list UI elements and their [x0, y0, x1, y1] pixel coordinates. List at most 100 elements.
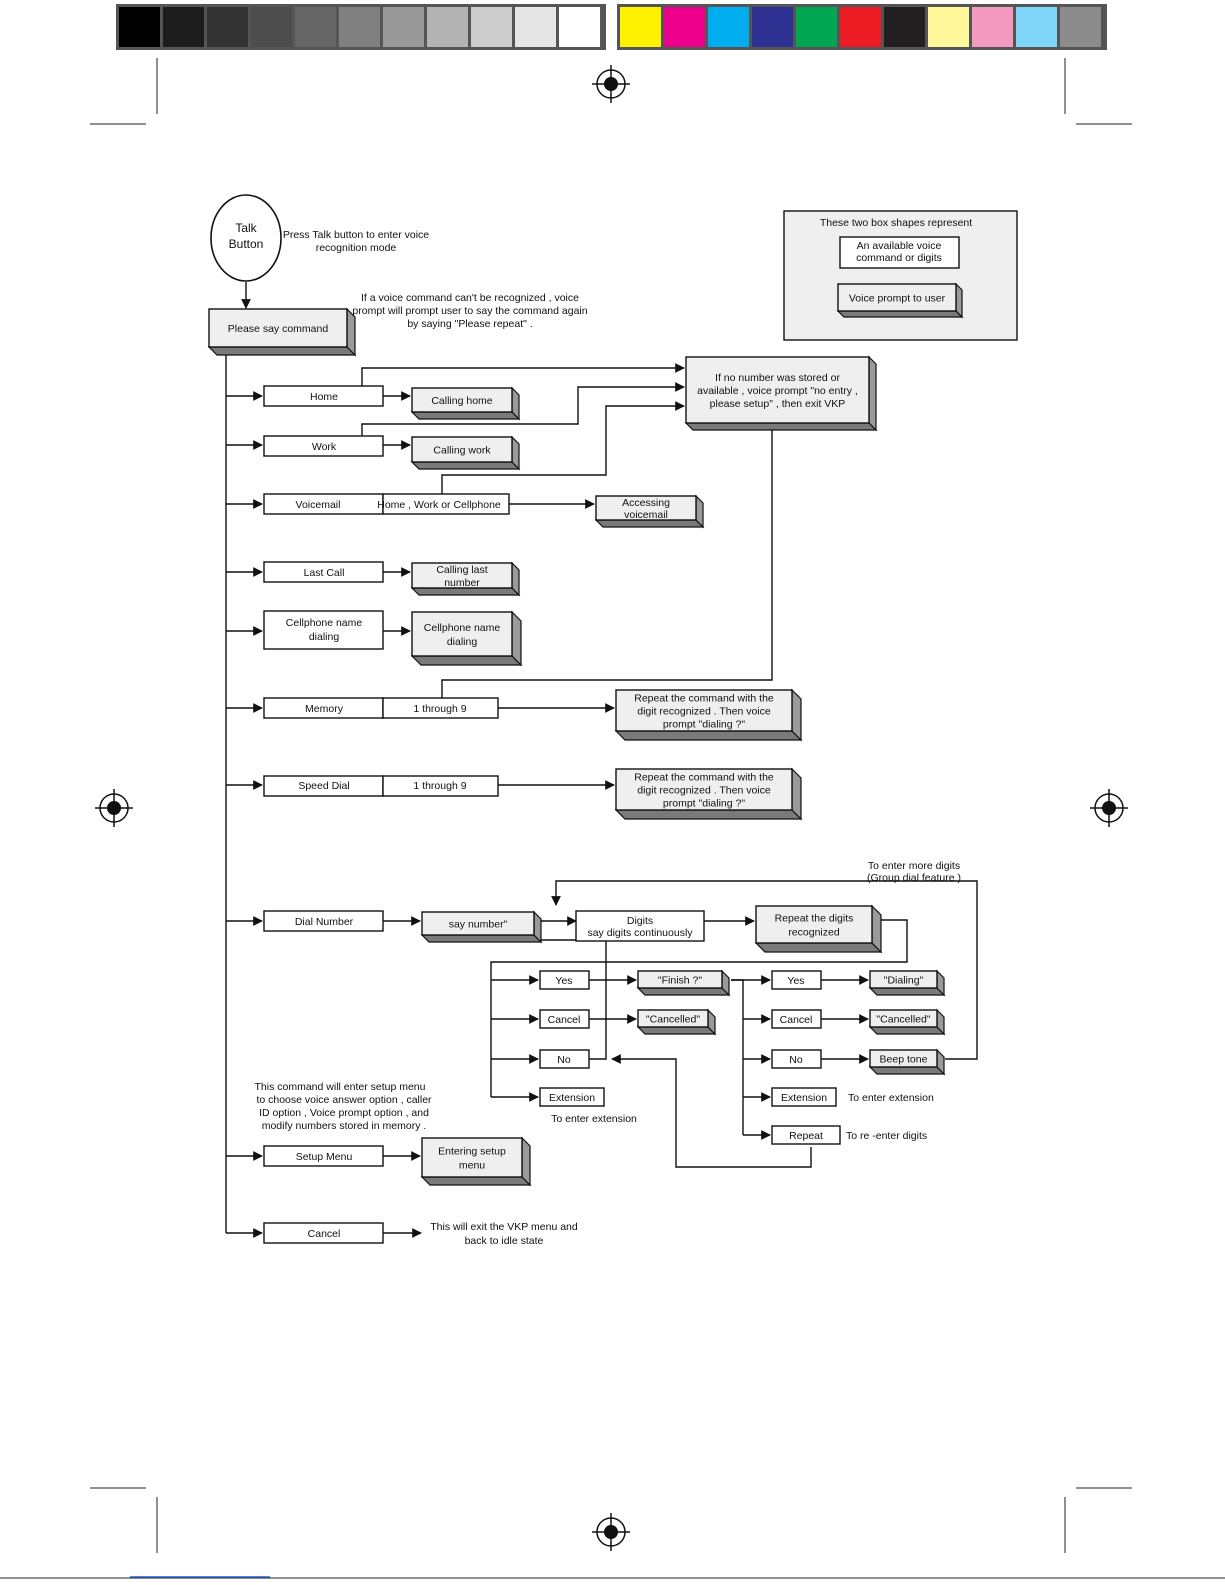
- gray-swatch: [559, 7, 600, 47]
- svg-text:Home , Work or Cellphone: Home , Work or Cellphone: [377, 499, 501, 511]
- repeat-option: Repeat: [771, 1125, 841, 1145]
- digits-command: Digits say digits continuously: [575, 910, 705, 942]
- svg-text:Repeat the command with the: Repeat the command with the: [634, 693, 774, 705]
- setup-menu-command: Setup Menu: [263, 1145, 384, 1167]
- cancel-command: Cancel: [263, 1222, 384, 1244]
- extension-option: Extension: [539, 1087, 605, 1107]
- svg-text:Calling home: Calling home: [431, 395, 492, 407]
- svg-text:"Cancelled": "Cancelled": [646, 1014, 700, 1026]
- cancel2-option: Cancel: [771, 1009, 822, 1029]
- repeat-note-3: by saying "Please repeat" .: [407, 318, 532, 330]
- svg-text:prompt "dialing ?": prompt "dialing ?": [663, 798, 745, 810]
- last-call-command: Last Call: [263, 561, 384, 583]
- svg-text:Work: Work: [312, 441, 337, 453]
- svg-text:No: No: [789, 1054, 803, 1066]
- dialing-prompt: "Dialing": [868, 969, 946, 997]
- svg-text:Please say command: Please say command: [228, 323, 329, 335]
- svg-text:Dial Number: Dial Number: [295, 916, 354, 928]
- say-number-prompt: say number": [420, 910, 543, 944]
- speed-dial-command: Speed Dial: [263, 775, 384, 797]
- repeat-note-1: If a voice command can't be recognized ,…: [361, 292, 579, 304]
- cancel-note-1: This will exit the VKP menu and: [430, 1221, 578, 1233]
- gray-swatch: [295, 7, 336, 47]
- no-option: No: [539, 1049, 590, 1069]
- svg-text:If no number was stored or: If no number was stored or: [715, 372, 840, 384]
- extension2-option: Extension: [771, 1087, 837, 1107]
- svg-text:Setup Menu: Setup Menu: [296, 1151, 353, 1163]
- cancelled2-prompt: "Cancelled": [868, 1008, 946, 1036]
- home-command: Home: [263, 385, 384, 407]
- svg-text:Repeat the digits: Repeat the digits: [775, 913, 854, 925]
- gray-swatch: [207, 7, 248, 47]
- svg-text:1 through 9: 1 through 9: [413, 703, 466, 715]
- talk-note-2: recognition mode: [316, 242, 397, 254]
- svg-text:prompt "dialing ?": prompt "dialing ?": [663, 719, 745, 731]
- svg-text:digit recognized . Then voic: digit recognized . Then voice: [637, 785, 771, 797]
- legend-cmd-2: command or digits: [856, 252, 942, 264]
- talk-note-1: Press Talk button to enter voice: [283, 229, 429, 241]
- svg-text:please setup" , then exit VKP: please setup" , then exit VKP: [710, 398, 846, 410]
- svg-text:Beep tone: Beep tone: [880, 1054, 928, 1066]
- dial-number-command: Dial Number: [263, 910, 384, 932]
- voicemail-command: Voicemail: [263, 493, 384, 515]
- beep-tone-prompt: Beep tone: [868, 1048, 946, 1076]
- work-command: Work: [263, 435, 384, 457]
- please-say-command-prompt: Please say command: [207, 307, 357, 357]
- svg-text:voicemail: voicemail: [624, 509, 668, 521]
- svg-text:dialing: dialing: [447, 636, 478, 648]
- more-digits-note-2: (Group dial feature ): [867, 872, 961, 884]
- svg-text:digit recognized . Then voic: digit recognized . Then voice: [637, 706, 771, 718]
- memory-option: 1 through 9: [382, 697, 499, 719]
- setup-note-2: to choose voice answer option , caller: [256, 1094, 432, 1106]
- gray-swatch: [119, 7, 160, 47]
- cellphone-name-command: Cellphone name dialing: [263, 610, 384, 650]
- to-reenter-note: To re -enter digits: [846, 1130, 927, 1142]
- gray-swatch: [471, 7, 512, 47]
- svg-text:Entering setup: Entering setup: [438, 1146, 506, 1158]
- svg-text:Cancel: Cancel: [548, 1014, 581, 1026]
- svg-text:Last Call: Last Call: [304, 567, 345, 579]
- registration-mark-right: [1090, 789, 1128, 827]
- setup-note-1: This command will enter setup menu: [255, 1081, 426, 1093]
- legend-title: These two box shapes represent: [820, 217, 972, 229]
- cancelled-prompt: "Cancelled": [636, 1008, 717, 1036]
- svg-text:Digits: Digits: [627, 915, 653, 927]
- gray-swatch: [383, 7, 424, 47]
- svg-text:"Dialing": "Dialing": [884, 975, 924, 987]
- memory-command: Memory: [263, 697, 384, 719]
- connector-lines: [225, 282, 978, 1238]
- svg-text:number: number: [444, 577, 480, 589]
- svg-text:1 through 9: 1 through 9: [413, 780, 466, 792]
- svg-text:Calling work: Calling work: [433, 445, 491, 457]
- registration-mark-bottom: [592, 1513, 630, 1551]
- svg-text:Repeat the command with the: Repeat the command with the: [634, 772, 774, 784]
- svg-text:Memory: Memory: [305, 703, 344, 715]
- color-swatch: [620, 7, 661, 47]
- gray-swatch: [515, 7, 556, 47]
- to-extension-note: To enter extension: [551, 1113, 637, 1125]
- speed-dial-option: 1 through 9: [382, 775, 499, 797]
- svg-text:"Cancelled": "Cancelled": [876, 1014, 930, 1026]
- svg-text:Cancel: Cancel: [308, 1228, 341, 1240]
- crop-marks: [90, 58, 1132, 1553]
- color-swatch: [1016, 7, 1057, 47]
- svg-text:Extension: Extension: [549, 1092, 595, 1104]
- color-swatch: [796, 7, 837, 47]
- color-calibration-bar: [116, 4, 1107, 50]
- svg-text:"Finish ?": "Finish ?": [658, 975, 702, 987]
- svg-text:Voice prompt to user: Voice prompt to user: [849, 293, 946, 305]
- setup-note-3: ID option , Voice prompt option , and: [259, 1107, 429, 1119]
- talk-button-node: Talk Button: [210, 194, 282, 282]
- color-swatch: [752, 7, 793, 47]
- finish-prompt: "Finish ?": [636, 969, 731, 997]
- svg-text:say number": say number": [449, 919, 508, 931]
- svg-text:available , voice prompt "no e: available , voice prompt "no entry ,: [697, 385, 858, 397]
- svg-text:Yes: Yes: [787, 975, 804, 987]
